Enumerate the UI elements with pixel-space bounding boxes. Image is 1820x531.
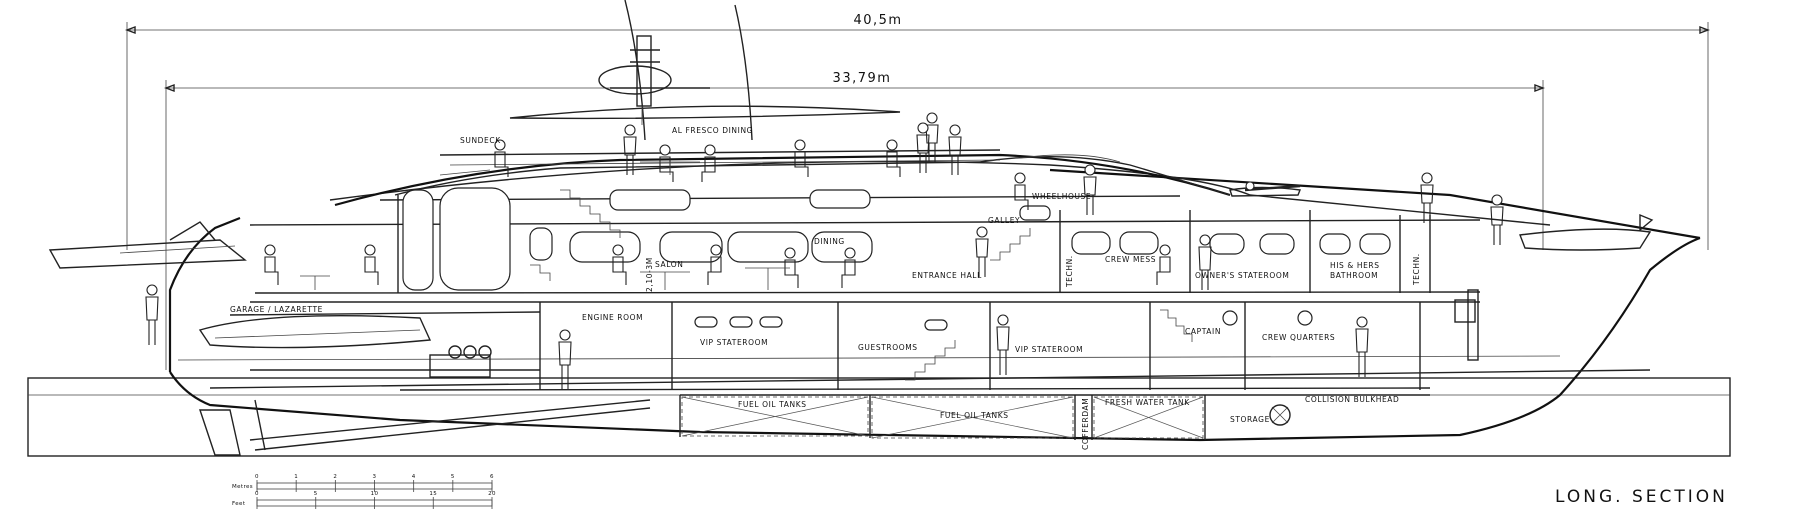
- label-height: 2,10-3m: [645, 257, 654, 292]
- drawing-title: LONG. SECTION: [1555, 487, 1728, 507]
- label-cofferdam: Cofferdam: [1081, 398, 1090, 450]
- label-techn-1: Techn.: [1065, 255, 1074, 288]
- scale-metres-tick-label: 5: [451, 474, 455, 480]
- label-galley: Galley: [988, 216, 1020, 225]
- label-crew-mess: Crew Mess: [1105, 255, 1156, 264]
- scale-metres-tick-label: 3: [373, 474, 377, 480]
- label-al-fresco: Al Fresco Dining: [672, 126, 753, 135]
- label-fresh-water: Fresh Water Tank: [1105, 398, 1190, 407]
- label-dining: Dining: [814, 237, 845, 246]
- label-wheelhouse: Wheelhouse: [1032, 192, 1091, 201]
- overall-length-dimension: 40,5m: [125, 13, 1710, 250]
- label-entrance: Entrance Hall: [912, 271, 982, 280]
- label-engine-room: Engine Room: [582, 313, 643, 322]
- human-figures: [145, 112, 1504, 390]
- label-crew-quarters: Crew Quarters: [1262, 333, 1335, 342]
- label-vip-2: VIP Stateroom: [1015, 345, 1083, 354]
- label-garage: Garage / Lazarette: [230, 305, 323, 314]
- scale-feet-tick-label: 20: [488, 491, 496, 497]
- scale-feet-tick-label: 15: [429, 491, 437, 497]
- superstructure: [169, 149, 1654, 456]
- scale-metres-tick-label: 4: [412, 474, 416, 480]
- scale-bar: Metres Feet 0 1 2 3 4 5 6 0 5 10 15 20: [232, 474, 496, 509]
- waterline-length-dimension: 33,79m: [164, 71, 1545, 370]
- hull: [48, 160, 1701, 442]
- label-storage: Storage: [1230, 415, 1270, 424]
- scale-feet-label: Feet: [232, 501, 246, 507]
- scale-metres-tick-label: 6: [490, 474, 494, 480]
- scale-metres-tick-label: 2: [333, 474, 337, 480]
- overall-length-label: 40,5m: [853, 13, 902, 28]
- label-vip-1: VIP Stateroom: [700, 338, 768, 347]
- label-salon: Salon: [655, 260, 683, 269]
- scale-feet-tick-label: 5: [314, 491, 318, 497]
- label-fuel-1: Fuel Oil Tanks: [738, 400, 807, 409]
- label-sundeck: Sundeck: [460, 136, 501, 145]
- scale-feet-tick-label: 10: [371, 491, 379, 497]
- scale-feet-tick-label: 0: [255, 491, 259, 497]
- label-bathroom: Bathroom: [1330, 271, 1378, 280]
- scale-metres-tick-label: 1: [294, 474, 298, 480]
- waterline-length-label: 33,79m: [833, 71, 892, 86]
- label-captain: Captain: [1185, 327, 1221, 336]
- mast: [509, 0, 901, 141]
- scale-metres-label: Metres: [232, 484, 253, 490]
- scale-feet-ticks: 0 5 10 15 20: [255, 491, 496, 509]
- space-labels: Sundeck Al Fresco Dining Wheelhouse Gall…: [230, 126, 1421, 450]
- label-collision-bulkhead: Collision Bulkhead: [1305, 395, 1399, 404]
- scale-metres-ticks: 0 1 2 3 4 5 6: [255, 474, 494, 492]
- label-his-hers: His & Hers: [1330, 261, 1380, 270]
- scale-metres-tick-label: 0: [255, 474, 259, 480]
- label-fuel-2: Fuel Oil Tanks: [940, 411, 1009, 420]
- furniture: [300, 161, 790, 290]
- label-techn-2: Techn.: [1412, 253, 1421, 286]
- base-frame: [27, 377, 1731, 457]
- label-owners-stateroom: Owner's Stateroom: [1195, 271, 1289, 280]
- label-guestrooms: Guestrooms: [858, 343, 918, 352]
